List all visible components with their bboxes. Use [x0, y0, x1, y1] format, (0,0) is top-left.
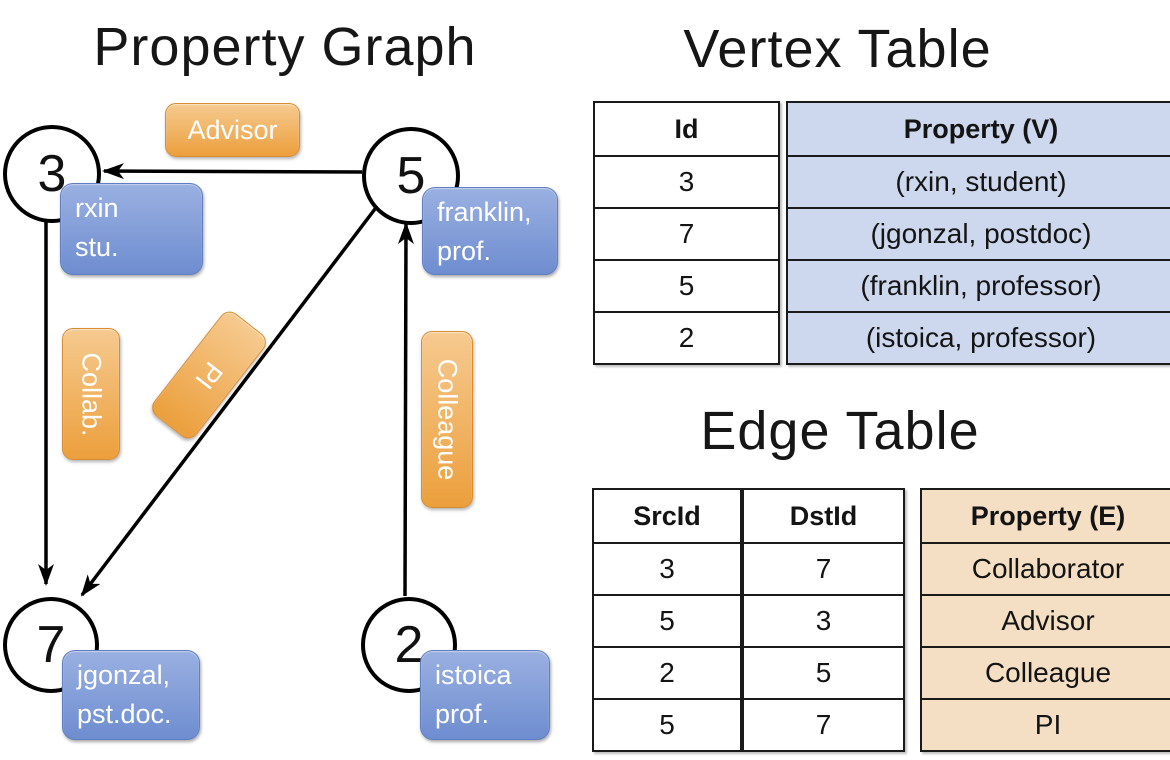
- edge-label-pi: PI: [189, 356, 230, 395]
- edge-srcid-cell: 5: [594, 594, 740, 646]
- edge-dstid-header: DstId: [789, 500, 858, 531]
- vertex-box-jgonzal-line2: pst.doc.: [77, 699, 172, 729]
- edge-srcid-cell: 2: [594, 646, 740, 698]
- edge-property-cell: PI: [922, 698, 1170, 750]
- edge-table-title: Edge Table: [700, 401, 980, 461]
- edge-property-column: Property (E) Collaborator Advisor Collea…: [920, 488, 1170, 752]
- vertex-box-istoica: istoica prof.: [420, 650, 550, 740]
- edge-label-colleague: Colleague: [432, 358, 463, 481]
- edge-badge-collab: Collab.: [62, 328, 120, 460]
- node-id-7: 7: [36, 616, 66, 674]
- edge-dstid-cell: 7: [744, 698, 903, 750]
- edge-label-advisor: Advisor: [187, 114, 278, 145]
- vertex-box-jgonzal: jgonzal, pst.doc.: [62, 650, 200, 740]
- vertex-property-cell: (rxin, student): [788, 155, 1170, 207]
- edge-property-header: Property (E): [922, 490, 1170, 542]
- property-graph-title: Property Graph: [93, 17, 477, 77]
- edge-advisor-line: [102, 163, 363, 180]
- vertex-id-cell: 5: [595, 259, 778, 311]
- edge-pi-line: [80, 203, 380, 597]
- vertex-property-column: Property (V) (rxin, student) (jgonzal, p…: [786, 101, 1170, 365]
- vertex-box-rxin-line1: rxin: [75, 193, 119, 223]
- vertex-property-cell: (jgonzal, postdoc): [788, 207, 1170, 259]
- node-circle-5: 5: [362, 127, 460, 225]
- vertex-box-franklin: franklin, prof.: [422, 187, 558, 275]
- edge-colleague-line: [397, 222, 414, 597]
- edge-srcid-header: SrcId: [633, 500, 701, 531]
- vertex-id-column: Id 3 7 5 2: [593, 101, 780, 365]
- edge-dstid-column: DstId 7 3 5 7: [742, 488, 905, 752]
- vertex-box-rxin: rxin stu.: [60, 183, 203, 275]
- vertex-box-istoica-line2: prof.: [435, 699, 490, 729]
- vertex-property-header: Property (V): [788, 103, 1170, 155]
- vertex-id-cell: 3: [595, 155, 778, 207]
- node-circle-2: 2: [361, 597, 457, 693]
- vertex-table-title: Vertex Table: [683, 19, 992, 79]
- edge-dstid-cell: 5: [744, 646, 903, 698]
- edge-property-cell: Collaborator: [922, 542, 1170, 594]
- vertex-table: Id 3 7 5 2 Property (V) (rxin, student) …: [593, 101, 1170, 365]
- vertex-box-franklin-line1: franklin,: [437, 197, 532, 227]
- vertex-id-cell: 7: [595, 207, 778, 259]
- vertex-box-istoica-line1: istoica: [435, 660, 512, 690]
- vertex-id-cell: 2: [595, 311, 778, 363]
- vertex-box-rxin-line2: stu.: [75, 232, 119, 262]
- edge-badge-colleague: Colleague: [421, 331, 473, 508]
- edge-property-cell: Colleague: [922, 646, 1170, 698]
- edge-srcid-cell: 5: [594, 698, 740, 750]
- edge-dstid-cell: 3: [744, 594, 903, 646]
- edge-dstid-cell: 7: [744, 542, 903, 594]
- vertex-property-cell: (franklin, professor): [788, 259, 1170, 311]
- vertex-id-header: Id: [674, 113, 699, 144]
- node-id-5: 5: [396, 147, 426, 205]
- edge-srcid-cell: 3: [594, 542, 740, 594]
- vertex-box-franklin-line2: prof.: [437, 236, 492, 266]
- node-id-2: 2: [394, 616, 424, 674]
- edge-table: SrcId 3 5 2 5 DstId 7 3 5 7 Property (E)…: [592, 488, 1170, 752]
- edge-srcid-column: SrcId 3 5 2 5: [592, 488, 742, 752]
- edge-badge-advisor: Advisor: [165, 103, 300, 157]
- edge-label-collab: Collab.: [76, 351, 107, 437]
- vertex-box-jgonzal-line1: jgonzal,: [77, 660, 171, 690]
- vertex-property-cell: (istoica, professor): [788, 311, 1170, 363]
- edge-property-cell: Advisor: [922, 594, 1170, 646]
- graph-edges-svg: [38, 163, 414, 597]
